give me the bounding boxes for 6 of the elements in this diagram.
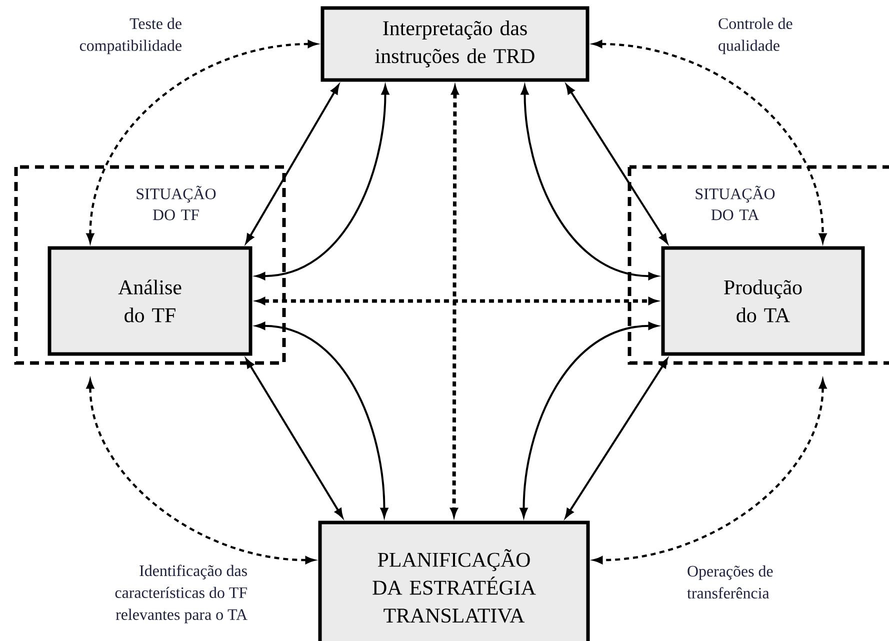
- process-box: Análise do TF: [48, 246, 252, 356]
- process-box: Produção do TA: [661, 246, 865, 356]
- edge-label: Identificação das características do TF relevantes para o TA: [115, 564, 248, 624]
- edge-label: Operações de transferência: [687, 565, 773, 599]
- process-box: Interpretação das instruções de TRD: [320, 6, 590, 82]
- process-box: PLANIFICAÇÃO DA ESTRATÉGIA TRANSLATIVA: [318, 520, 590, 641]
